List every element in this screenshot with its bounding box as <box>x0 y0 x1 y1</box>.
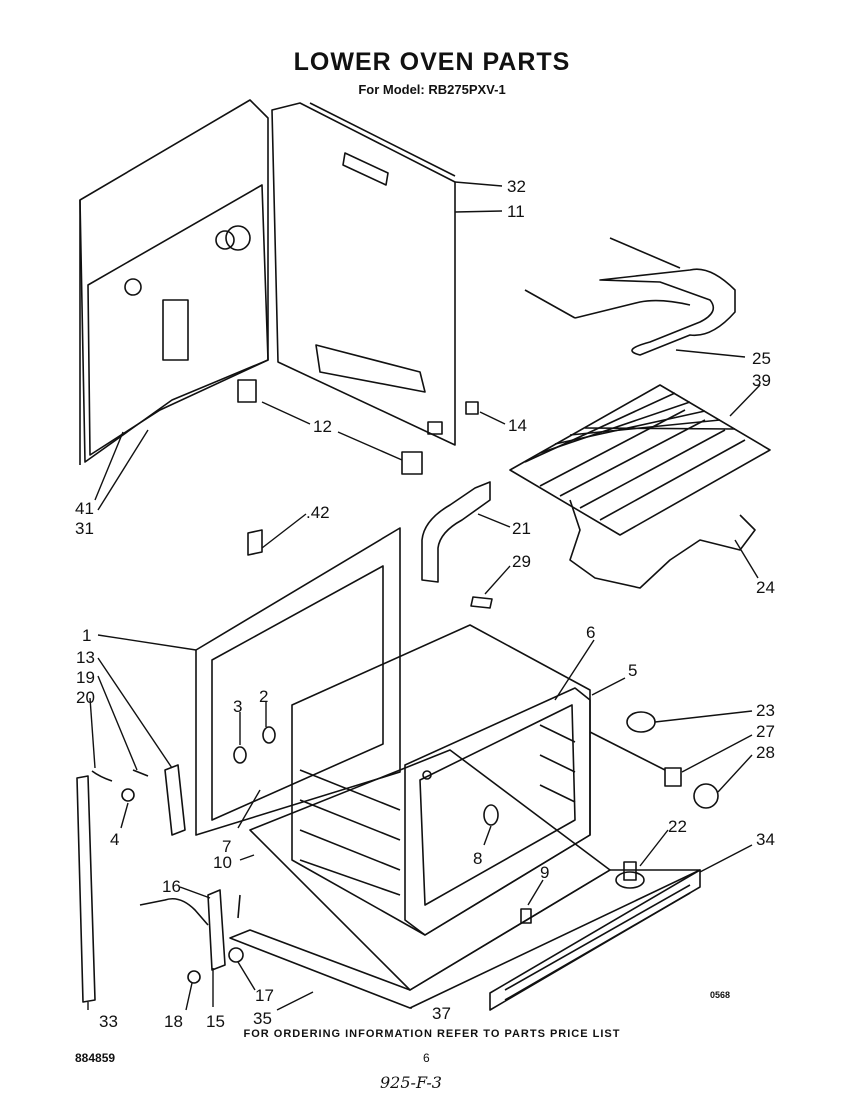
callout-labels: 32 11 25 39 12 14 41 31 .42 21 29 24 1 1… <box>75 177 775 1031</box>
callout-41: 41 <box>75 499 94 518</box>
broil-element <box>524 237 736 356</box>
document-number: 884859 <box>75 1051 116 1065</box>
callout-1: 1 <box>82 626 91 645</box>
callout-14: 14 <box>508 416 527 435</box>
callout-37: 37 <box>432 1004 451 1023</box>
callout-24: 24 <box>756 578 775 597</box>
callout-4: 4 <box>110 830 119 849</box>
toe-kick-vent <box>489 869 701 1011</box>
oven-bottom <box>229 749 701 1009</box>
callout-33: 33 <box>99 1012 118 1031</box>
page-number: 6 <box>423 1051 430 1065</box>
callout-2: 2 <box>259 687 268 706</box>
callout-25: 25 <box>752 349 771 368</box>
callout-16: 16 <box>162 877 181 896</box>
callout-9: 9 <box>540 863 549 882</box>
callout-19: 19 <box>76 668 95 687</box>
callout-39: 39 <box>752 371 771 390</box>
callout-12: 12 <box>313 417 332 436</box>
callout-31: 31 <box>75 519 94 538</box>
callout-32: 32 <box>507 177 526 196</box>
door-seal-strip <box>76 775 96 1003</box>
callout-10: 10 <box>213 853 232 872</box>
callout-18: 18 <box>164 1012 183 1031</box>
oven-front-frame <box>195 527 401 836</box>
oven-liner <box>291 624 591 936</box>
callout-21: 21 <box>512 519 531 538</box>
mounting-brackets <box>237 379 479 475</box>
thermostat-bulb <box>615 861 645 889</box>
callout-13: 13 <box>76 648 95 667</box>
door-hinge-assembly <box>139 764 241 971</box>
callout-34: 34 <box>756 830 775 849</box>
callout-3: 3 <box>233 697 242 716</box>
callout-28: 28 <box>756 743 775 762</box>
callout-15: 15 <box>206 1012 225 1031</box>
page-title: LOWER OVEN PARTS <box>293 48 571 76</box>
callout-7: 7 <box>222 837 231 856</box>
callout-6: 6 <box>586 623 595 642</box>
callout-29: 29 <box>512 552 531 571</box>
rear-insulation-panel <box>79 99 269 465</box>
small-parts <box>91 529 532 984</box>
callout-11: 11 <box>507 202 525 221</box>
vent-tube <box>421 481 491 583</box>
callout-22: 22 <box>668 817 687 836</box>
oven-rack <box>509 384 771 536</box>
callout-42: .42 <box>306 503 330 522</box>
callout-35: 35 <box>253 1009 272 1028</box>
oven-light-assembly <box>589 711 719 809</box>
oven-back-wall <box>271 102 456 446</box>
bake-element <box>569 499 756 589</box>
drawing-code: 0568 <box>710 990 731 1000</box>
callout-8: 8 <box>473 849 482 868</box>
callout-20: 20 <box>76 688 95 707</box>
callout-leaders <box>87 181 761 1011</box>
handwritten-note: 925-F-3 <box>380 1073 442 1092</box>
model-subtitle: For Model: RB275PXV-1 <box>358 82 506 97</box>
ordering-note: FOR ORDERING INFORMATION REFER TO PARTS … <box>243 1028 621 1040</box>
callout-17: 17 <box>255 986 274 1005</box>
callout-23: 23 <box>756 701 775 720</box>
callout-5: 5 <box>628 661 637 680</box>
callout-27: 27 <box>756 722 775 741</box>
